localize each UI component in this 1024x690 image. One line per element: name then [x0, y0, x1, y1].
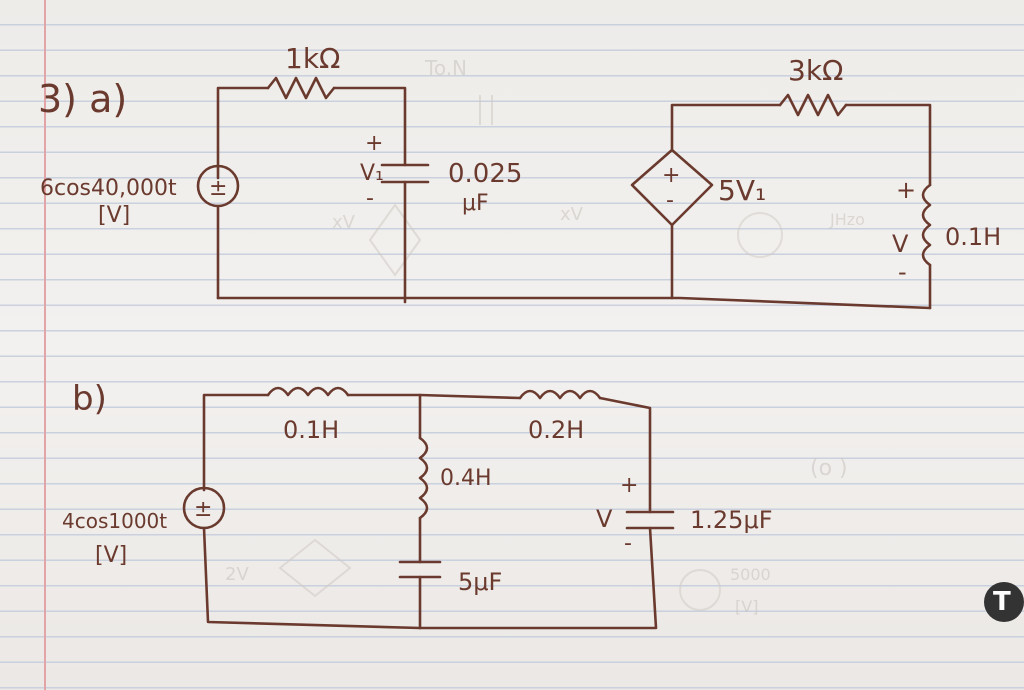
svg-text:xV: xV [560, 204, 584, 225]
v-out-a-minus: - [898, 258, 907, 286]
problem-label-b: b) [72, 379, 107, 419]
resistor-3k-symbol [778, 93, 848, 117]
resistor-3k-label: 3kΩ [788, 54, 843, 87]
v1-minus-sign: - [366, 186, 374, 211]
inductor-01h-label: 0.1H [283, 416, 339, 444]
capacitor-a-value: 0.025 [448, 159, 522, 189]
source-a-unit: [V] [98, 203, 130, 228]
source-b-polarity: ± [194, 497, 212, 522]
margin-line [44, 0, 46, 690]
svg-text:5000: 5000 [730, 565, 771, 584]
v-out-b-plus: + [620, 473, 638, 498]
resistor-1k-symbol [266, 76, 336, 100]
circuit-a [196, 76, 932, 310]
capacitor-a-unit: μF [462, 191, 489, 216]
svg-text:xV: xV [332, 212, 356, 233]
dependent-source-symbol [630, 148, 714, 227]
inductor-a-symbol [921, 183, 932, 267]
v1-plus-sign: + [365, 131, 383, 156]
svg-text:JHzo: JHzo [829, 210, 865, 229]
v-out-a-plus: + [896, 176, 916, 204]
wire-a-top-left [216, 86, 270, 180]
dep-source-minus: - [666, 188, 674, 213]
problem-label-a: 3) a) [38, 77, 127, 121]
svg-text:To.N: To.N [424, 56, 467, 80]
svg-text:[V]: [V] [735, 597, 758, 616]
source-a-expression: 6cos40,000t [40, 176, 177, 201]
wire-a-top-mid [332, 86, 407, 167]
v-out-b-label: V [596, 505, 613, 533]
circuit-b [182, 386, 675, 630]
tutor-logo-glyph: T [993, 587, 1011, 617]
bleed-through-marks: To.N xV xV 2V JHzo 5000 [V] (o ) [225, 56, 865, 616]
source-b-unit: [V] [95, 543, 127, 568]
svg-text:(o ): (o ) [810, 456, 848, 481]
svg-text:2V: 2V [225, 564, 249, 585]
inductor-01h-symbol [266, 386, 350, 397]
resistor-1k-label: 1kΩ [285, 42, 340, 75]
wire-a-bottom [216, 296, 932, 310]
wire-b-left [202, 393, 270, 492]
v-out-a-label: V [892, 230, 909, 258]
v1-label: V₁ [360, 161, 384, 186]
inductor-04h-label: 0.4H [440, 466, 492, 491]
v-out-b-minus: - [624, 531, 632, 556]
capacitor-5uf-label: 5μF [458, 568, 502, 596]
inductor-04h-symbol [418, 436, 429, 520]
source-a-polarity: ± [209, 176, 227, 201]
tutor-logo-icon[interactable]: T [984, 582, 1024, 622]
dep-source-plus: + [662, 163, 680, 188]
capacitor-125uf-label: 1.25μF [690, 506, 773, 534]
source-b-expression: 4cos1000t [62, 509, 167, 533]
inductor-02h-label: 0.2H [528, 416, 584, 444]
inductor-a-label: 0.1H [945, 223, 1001, 251]
dep-source-gain: 5V₁ [718, 174, 766, 207]
inductor-02h-symbol [518, 389, 602, 400]
